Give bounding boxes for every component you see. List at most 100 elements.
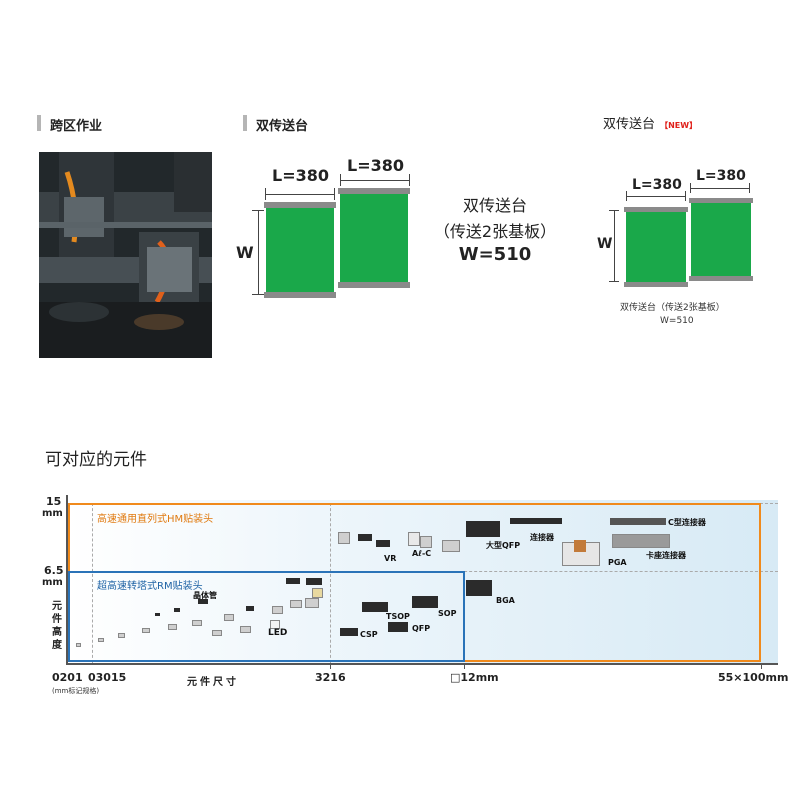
x-tick-03015: 03015 [88, 671, 127, 684]
x-tick-mark [464, 663, 465, 669]
dimension-line-right [340, 180, 410, 181]
bga-label: BGA [496, 596, 515, 605]
large-qfp-label: 大型QFP [486, 541, 521, 550]
section-marker [243, 115, 247, 131]
section-title-dual-conveyor-new: 双传送台 【NEW】 [603, 113, 697, 132]
bga-component [466, 580, 492, 596]
card-connector-label: 卡座连接器 [646, 551, 686, 560]
rm-head-range [68, 571, 465, 662]
alc-component [408, 532, 420, 546]
dimension-tick [409, 174, 410, 186]
dimension-tick [749, 183, 750, 193]
chip-component [272, 606, 283, 614]
dimension-tick [609, 210, 619, 211]
qfp-component [388, 622, 408, 632]
rail-bottom-right [689, 276, 753, 281]
rail-top-left [264, 202, 336, 208]
transistor-component [198, 599, 208, 604]
chip-component [76, 643, 81, 647]
length-left-label: L=380 [272, 166, 329, 185]
section-title-dual-conveyor: 双传送台 [256, 119, 309, 134]
chip-component [98, 638, 104, 642]
width-dimension-line [614, 210, 615, 282]
chip-component [155, 613, 160, 616]
caption-line: （传送2张基板） [433, 222, 557, 241]
card-connector-component [612, 534, 670, 548]
chip-component [212, 630, 222, 636]
board-right [691, 203, 751, 276]
rail-bottom-left [624, 282, 688, 287]
dimension-tick [685, 191, 686, 201]
machine-photo [39, 152, 212, 358]
led-component [270, 620, 280, 629]
x-tick-3216: 3216 [315, 671, 346, 684]
board-left [266, 208, 334, 292]
chip-component [246, 606, 254, 611]
y-tick-15: 15 [46, 495, 62, 508]
guide-line-3216 [330, 503, 331, 663]
rail-top-left [624, 207, 688, 212]
dimension-tick [252, 294, 264, 295]
rm-head-label: 超高速转塔式RM贴装头 [97, 581, 203, 592]
machine-photo-drawing [39, 152, 212, 358]
y-tick-6-5-unit: mm [42, 577, 63, 588]
pga-label: PGA [608, 558, 627, 567]
x-tick-55x100: 55×100mm [718, 671, 789, 684]
alc-label: Aℓ-C [412, 549, 432, 558]
transistor-component [286, 578, 300, 584]
guide-line-03015 [92, 503, 93, 663]
y-axis [66, 495, 68, 665]
dual-conveyor-new-caption: 双传送台（传送2张基板） [620, 303, 725, 313]
pga-chip-top [574, 540, 586, 552]
board-left [626, 212, 686, 282]
csp-label: CSP [360, 630, 378, 639]
c-connector-component [610, 518, 666, 525]
chip-component [174, 608, 180, 612]
chip-component [240, 626, 251, 633]
rail-top-right [689, 198, 753, 203]
dimension-tick [690, 183, 691, 193]
chart-background [68, 500, 778, 663]
dimension-line-left [626, 196, 686, 197]
led-label: LED [268, 628, 288, 638]
caption-line: 双传送台 [462, 196, 527, 215]
tsop-label: TSOP [386, 612, 410, 621]
length-left-label: L=380 [632, 177, 682, 193]
width-label: W [597, 236, 613, 252]
connector-label: 连接器 [530, 533, 554, 542]
dimension-tick [609, 281, 619, 282]
width-dimension-line [258, 210, 259, 295]
dimension-line-right [690, 188, 750, 189]
dimension-tick [340, 174, 341, 186]
length-right-label: L=380 [347, 156, 404, 175]
c-connector-label: C型连接器 [668, 518, 706, 527]
section-title-text: 双传送台 [603, 117, 656, 132]
x-axis-label: 元件尺寸 [187, 677, 239, 688]
x-tick-mark [330, 663, 331, 669]
x-axis [66, 663, 778, 665]
chip-component [168, 624, 177, 630]
vr-component [358, 534, 372, 541]
chip-component [118, 633, 125, 638]
crystal-label: 晶体管 [193, 591, 217, 600]
section-marker [37, 115, 41, 131]
component [442, 540, 460, 552]
dimension-tick [265, 188, 266, 200]
connector-component [510, 518, 562, 524]
transistor-component [306, 578, 322, 585]
section-title-cross-area: 跨区作业 [50, 119, 103, 134]
board-right [340, 194, 408, 282]
vr-component [376, 540, 390, 547]
y-axis-label: 元件高度 [52, 601, 62, 651]
qfp-label: QFP [412, 624, 431, 633]
x-tick-0201: 0201 [52, 671, 83, 684]
x-tick-mark [761, 663, 762, 669]
alc-component [420, 536, 432, 548]
x-tick-0201-note: (mm标记规格) [52, 687, 100, 695]
chip-component [305, 598, 319, 608]
hm-head-label: 高速通用直列式HM贴装头 [97, 514, 214, 525]
dimension-tick [252, 210, 264, 211]
width-label: W [236, 243, 254, 262]
components-heading: 可对应的元件 [45, 450, 147, 470]
chip-component [224, 614, 234, 621]
